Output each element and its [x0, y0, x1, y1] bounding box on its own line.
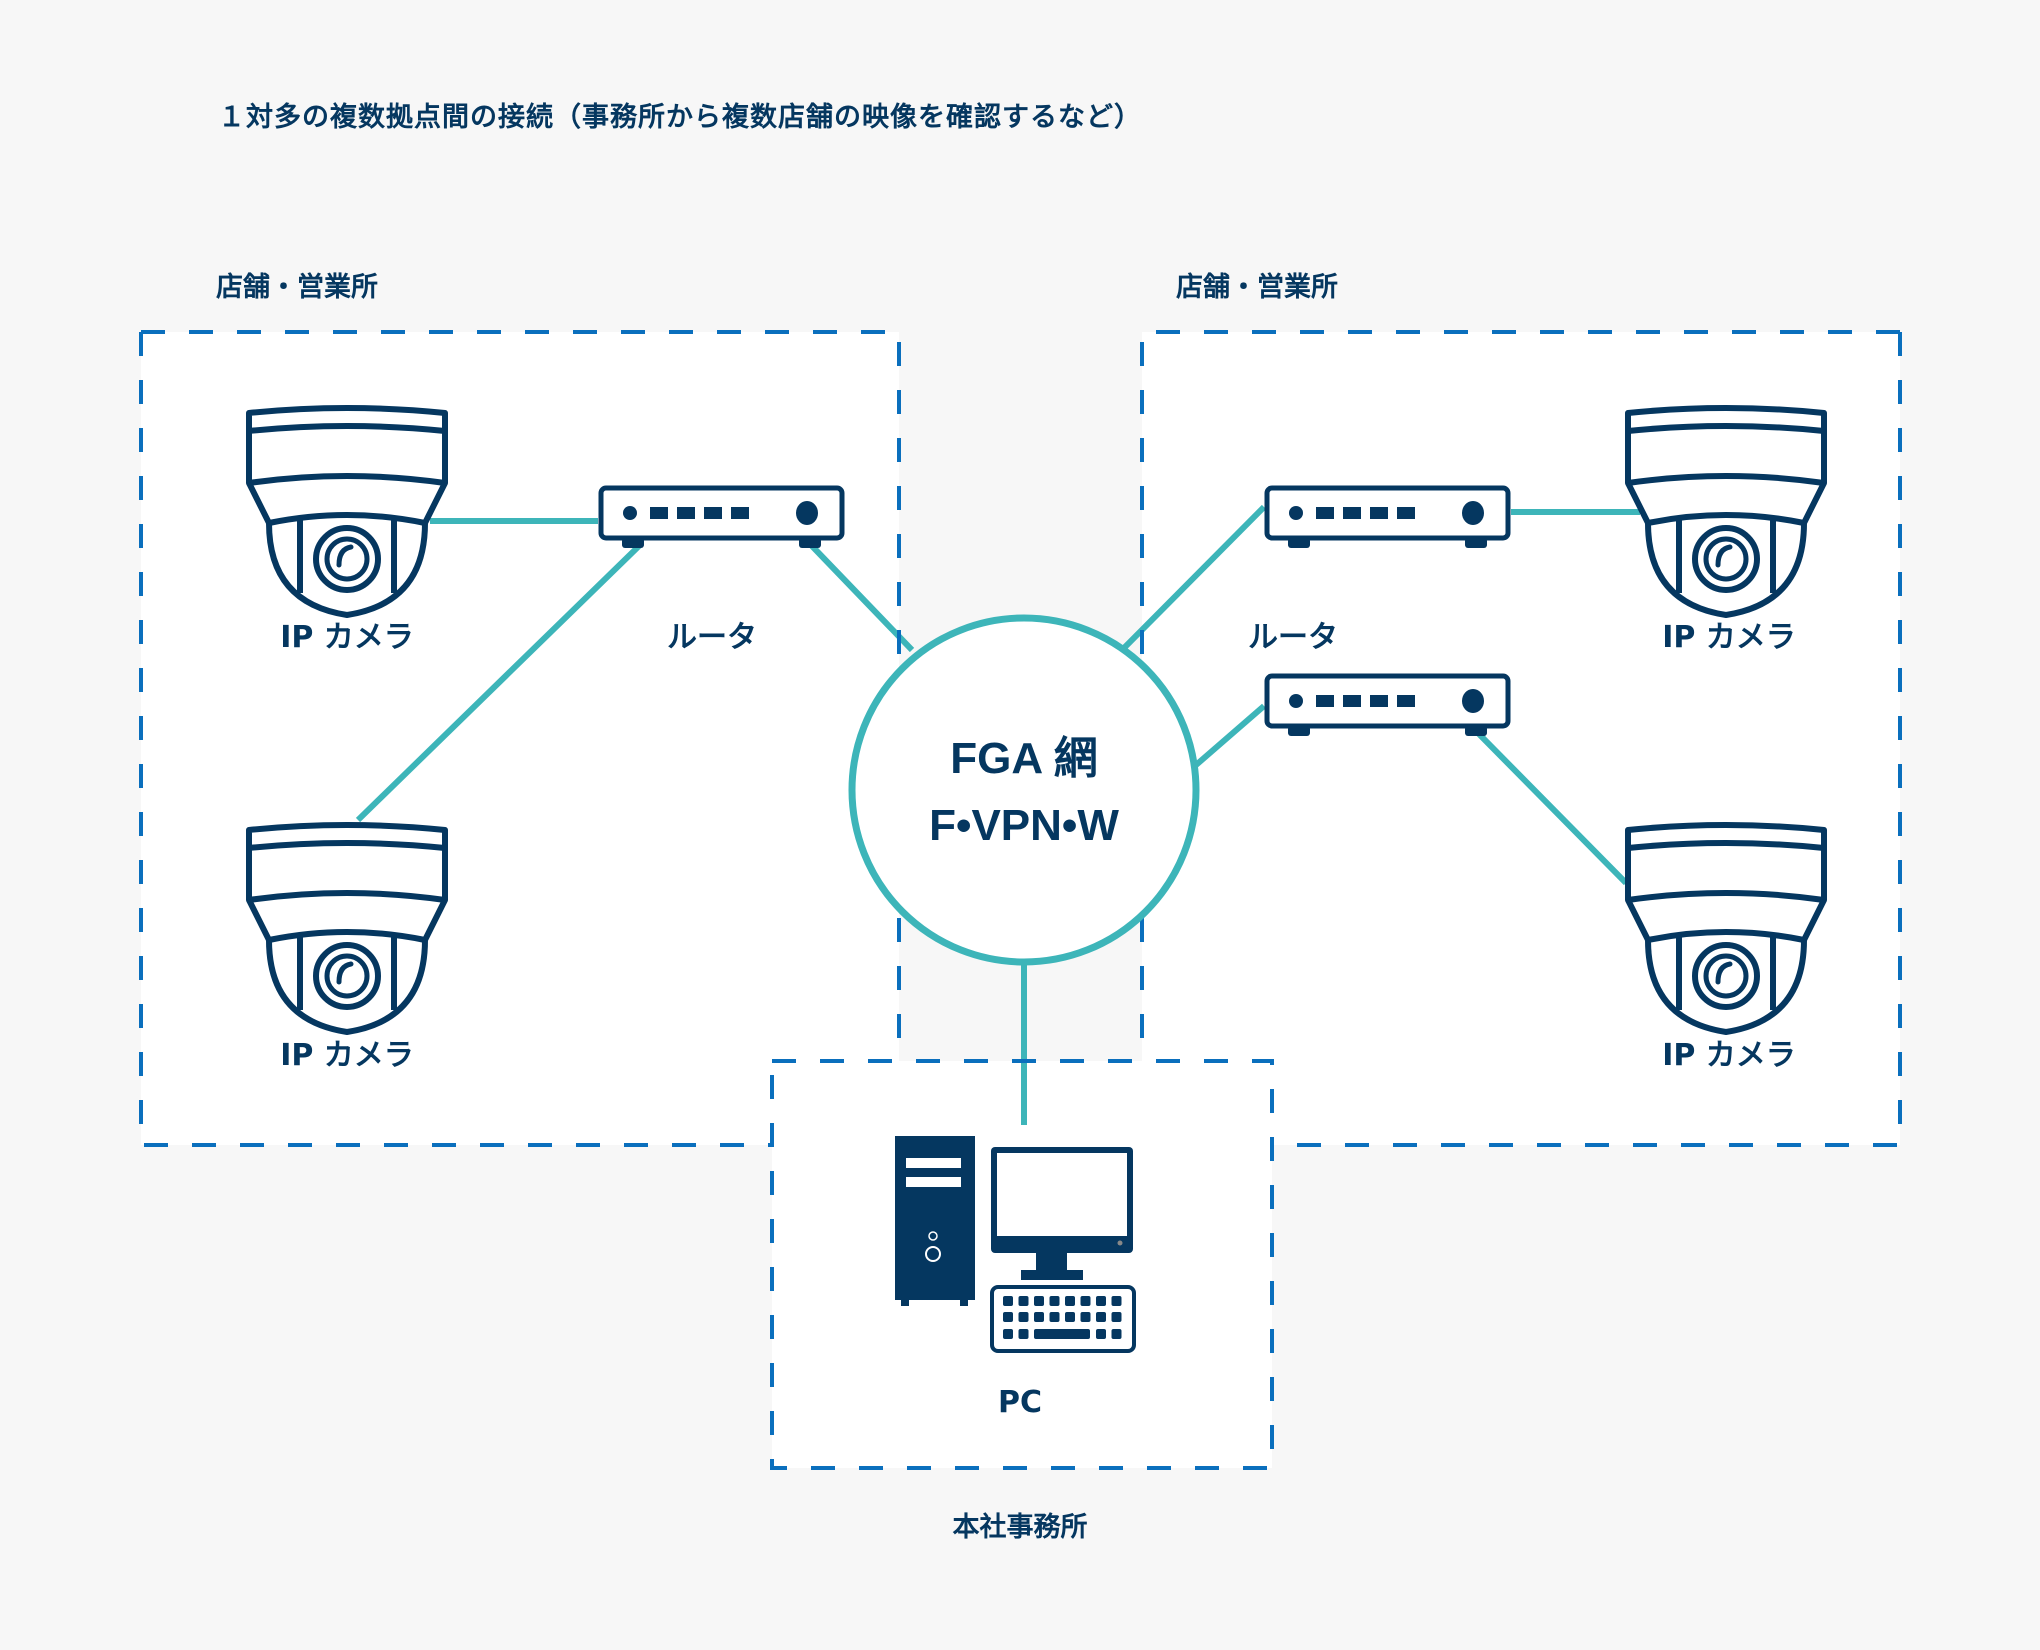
keyboard-key: [1003, 1329, 1013, 1339]
router-icon: [601, 488, 842, 548]
keyboard-key: [1080, 1296, 1091, 1306]
right-store-border-top-left: [1140, 330, 1900, 1052]
keyboard-key: [1096, 1312, 1106, 1322]
link-router-camera-right-bottom: [1474, 729, 1629, 886]
label-right-router: ルータ: [1248, 620, 1338, 655]
network-name: FGA 網: [950, 734, 1098, 783]
keyboard-key: [1003, 1296, 1013, 1306]
label-pc: PC: [997, 1385, 1043, 1420]
left-store-area: [141, 332, 899, 1145]
network-services: F•VPN•W: [929, 801, 1119, 850]
ip-camera-icon: [249, 408, 445, 615]
ip-camera-icon: [1628, 825, 1824, 1032]
keyboard-key: [1034, 1312, 1044, 1322]
link-camera-router-left-bottom: [355, 542, 643, 823]
keyboard-key: [1096, 1329, 1106, 1339]
site-label-left-store: 店舗・営業所: [216, 272, 378, 303]
network-cloud-circle: [848, 614, 1200, 966]
keyboard-key: [1018, 1296, 1029, 1306]
keyboard-key: [1111, 1312, 1122, 1322]
keyboard-key: [1003, 1312, 1013, 1322]
link-router-network-right-top: [1121, 504, 1267, 651]
site-label-right-store: 店舗・営業所: [1176, 272, 1338, 303]
keyboard-key: [1018, 1312, 1029, 1322]
label-left-camera-bottom: IP カメラ: [280, 1038, 414, 1073]
keyboard-key: [1034, 1329, 1090, 1339]
ip-camera-icon: [1628, 408, 1824, 615]
label-left-camera-top: IP カメラ: [280, 620, 414, 655]
left-store-border-top-right: [141, 330, 901, 1052]
hq-area: [772, 1061, 1272, 1468]
site-label-hq: 本社事務所: [952, 1512, 1088, 1543]
router-icon: [1267, 676, 1508, 736]
label-left-router: ルータ: [667, 620, 757, 655]
hq-border: [770, 1059, 1274, 1470]
keyboard-key: [1049, 1312, 1060, 1322]
diagram-title: １対多の複数拠点間の接続（事務所から複数店舗の映像を確認するなど）: [218, 102, 1142, 133]
right-store-border-right-bottom: [1272, 332, 1902, 1147]
keyboard-key: [1065, 1296, 1075, 1306]
keyboard-key: [1111, 1296, 1122, 1306]
keyboard-key: [1034, 1296, 1044, 1306]
left-store-border-left-bottom: [139, 332, 772, 1147]
link-router-network-right-bottom: [1194, 703, 1266, 768]
keyboard-key: [1111, 1329, 1122, 1339]
keyboard-key: [1018, 1329, 1029, 1339]
keyboard-key: [1065, 1312, 1075, 1322]
keyboard-key: [1049, 1296, 1060, 1306]
link-router-network-left: [808, 542, 915, 653]
router-icon: [1267, 488, 1508, 548]
desktop-pc-icon: [895, 1136, 1136, 1353]
keyboard-key: [1096, 1296, 1106, 1306]
keyboard-key: [1080, 1312, 1091, 1322]
ip-camera-icon: [249, 825, 445, 1032]
label-right-camera-top: IP カメラ: [1662, 620, 1796, 655]
label-right-camera-bottom: IP カメラ: [1662, 1038, 1796, 1073]
